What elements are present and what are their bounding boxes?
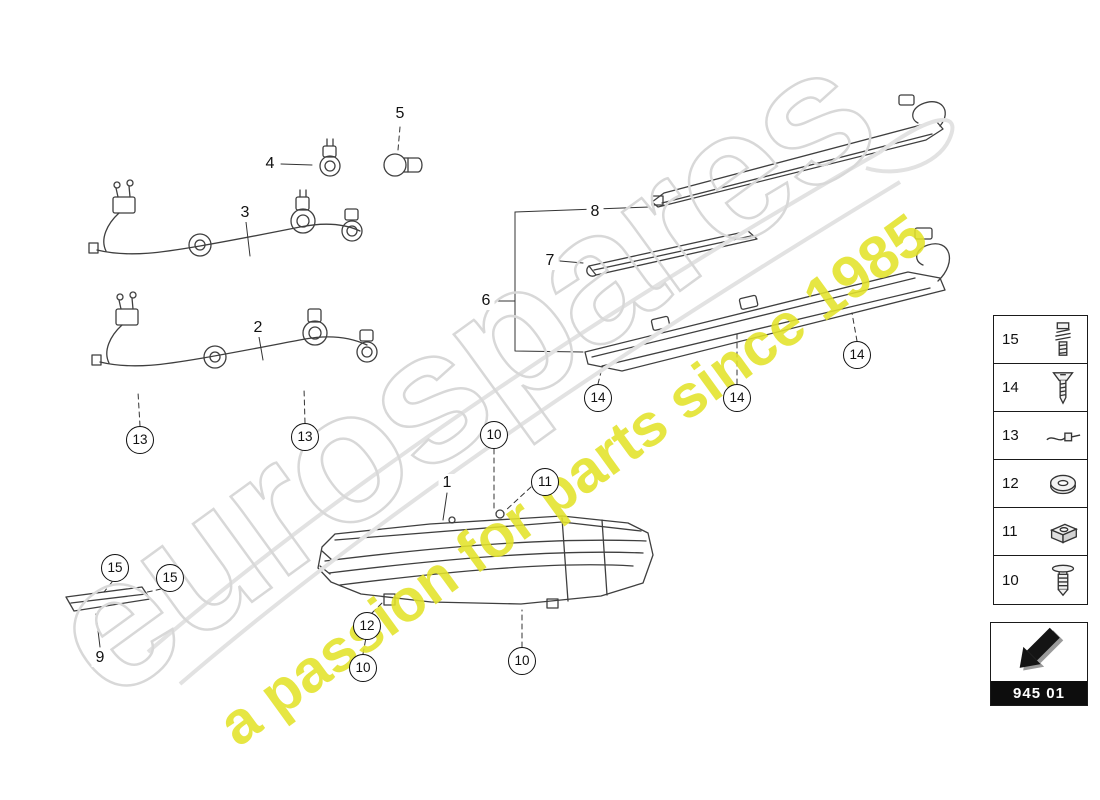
callout-13[interactable]: 13 [291, 423, 319, 451]
callout-10[interactable]: 10 [349, 654, 377, 682]
callout-13[interactable]: 13 [126, 426, 154, 454]
clip-nut-icon [1049, 523, 1079, 543]
cable-tie-icon [1046, 431, 1081, 441]
callout-3[interactable]: 3 [236, 204, 254, 222]
callout-14[interactable]: 14 [584, 384, 612, 412]
diagram-code: 945 01 [991, 681, 1087, 705]
legend-label: 11 [1002, 523, 1018, 540]
callout-12[interactable]: 12 [353, 612, 381, 640]
callout-15[interactable]: 15 [156, 564, 184, 592]
code-arrow-wrap [991, 623, 1087, 681]
legend-row-11[interactable]: 11 [994, 508, 1087, 556]
screw-with-spring-washer-icon [1055, 321, 1071, 356]
legend-row-13[interactable]: 13 [994, 412, 1087, 460]
callout-10[interactable]: 10 [480, 421, 508, 449]
callout-6[interactable]: 6 [477, 292, 495, 310]
callout-4[interactable]: 4 [261, 155, 279, 173]
callout-5[interactable]: 5 [391, 105, 409, 123]
legend-label: 10 [1002, 571, 1019, 589]
callout-15[interactable]: 15 [101, 554, 129, 582]
legend-label: 12 [1002, 475, 1019, 492]
grommet-icon [1049, 474, 1077, 494]
expansion-rivet-icon [1051, 564, 1075, 597]
legend-label: 15 [1002, 331, 1019, 348]
diagram-code-box: 945 01 [990, 622, 1088, 706]
callout-14[interactable]: 14 [723, 384, 751, 412]
callout-2[interactable]: 2 [249, 319, 267, 337]
legend-label: 13 [1002, 427, 1019, 444]
callout-8[interactable]: 8 [586, 203, 604, 221]
callout-7[interactable]: 7 [541, 252, 559, 270]
legend-row-12[interactable]: 12 [994, 460, 1087, 508]
legend-label: 14 [1002, 379, 1019, 396]
callout-11[interactable]: 11 [531, 468, 559, 496]
legend-row-10[interactable]: 10 [994, 556, 1087, 604]
callout-14[interactable]: 14 [843, 341, 871, 369]
callout-10[interactable]: 10 [508, 647, 536, 675]
legend-panel: 15 14 13 [993, 315, 1088, 605]
legend-row-15[interactable]: 15 [994, 316, 1087, 364]
countersunk-screw-icon [1052, 371, 1074, 405]
callout-1[interactable]: 1 [438, 474, 456, 492]
direction-arrow-icon [1019, 627, 1064, 671]
legend-row-14[interactable]: 14 [994, 364, 1087, 412]
callout-9[interactable]: 9 [91, 649, 109, 667]
